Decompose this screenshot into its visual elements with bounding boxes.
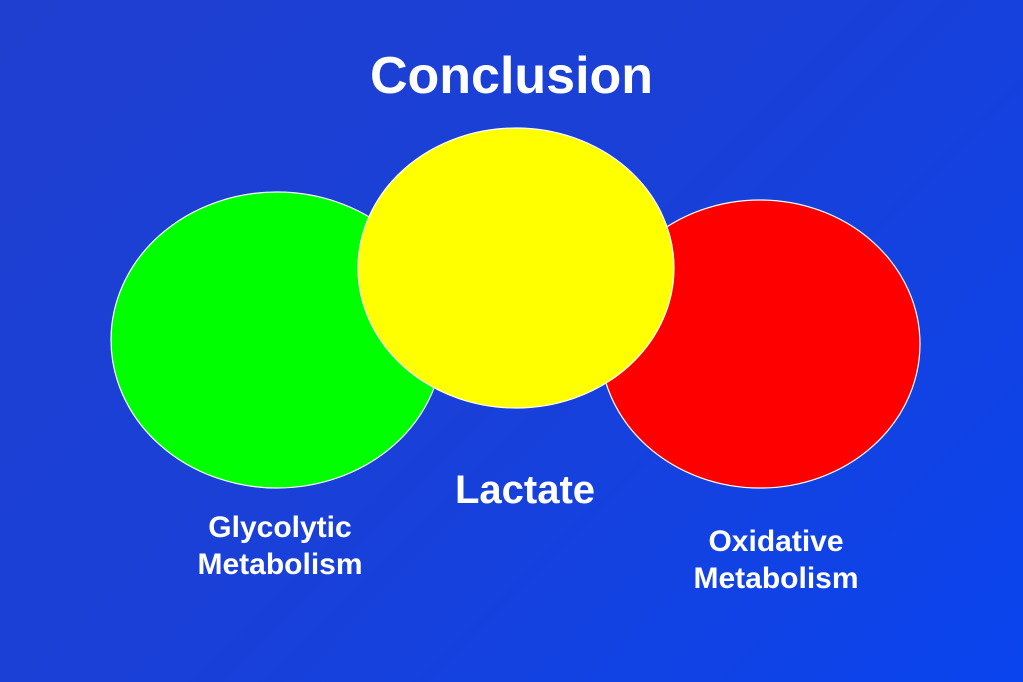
oxidative-label-line2: Metabolism bbox=[693, 561, 859, 595]
glycolytic-label-line1: Glycolytic bbox=[208, 511, 352, 544]
oxidative-metabolism-label: Oxidative Metabolism bbox=[656, 524, 896, 597]
lactate-label-text: Lactate bbox=[454, 468, 596, 512]
glycolytic-metabolism-label: Glycolytic Metabolism bbox=[160, 510, 400, 583]
glycolytic-label-line2: Metabolism bbox=[197, 547, 363, 581]
oxidative-label-line1: Oxidative bbox=[708, 525, 844, 558]
slide-title: Conclusion bbox=[369, 47, 654, 105]
lactate-circle bbox=[357, 127, 675, 409]
lactate-label: Lactate bbox=[400, 466, 650, 515]
